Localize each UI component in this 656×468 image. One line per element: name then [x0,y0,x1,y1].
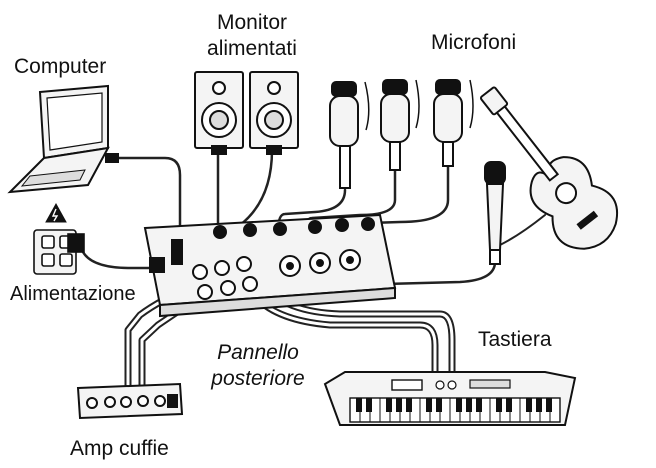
power-cable [80,248,160,270]
label-monitors-line2: alimentati [207,37,297,60]
studio-monitor-right-icon [249,71,299,155]
label-rear-panel-line1: Pannello [217,341,299,364]
label-microphones: Microfoni [431,31,517,54]
label-keyboard: Tastiera [478,328,552,351]
label-computer: Computer [14,55,107,78]
microphone-2-icon [380,79,420,171]
microphone-3-icon [433,79,474,167]
keyboard-icon [323,371,577,426]
microphone-1-icon [329,81,370,189]
usb-cable [116,156,182,242]
handheld-microphone-icon [484,161,506,265]
headphone-amp-icon [76,382,184,420]
label-power: Alimentazione [10,283,136,305]
guitar-cable [499,214,546,246]
warning-icon [45,202,67,223]
handheld-mic-cable [383,260,497,286]
studio-monitor-left-icon [194,71,244,155]
acoustic-guitar-icon [479,86,618,250]
mixer-icon [143,213,397,318]
label-monitors: Monitor alimentati [196,10,308,62]
power-outlet-icon [33,229,85,275]
laptop-icon [7,84,119,194]
label-rear-panel: Pannello posteriore [196,340,320,392]
label-headphone-amp: Amp cuffie [70,437,169,460]
label-monitors-line1: Monitor [216,11,288,34]
label-rear-panel-line2: posteriore [211,367,305,390]
